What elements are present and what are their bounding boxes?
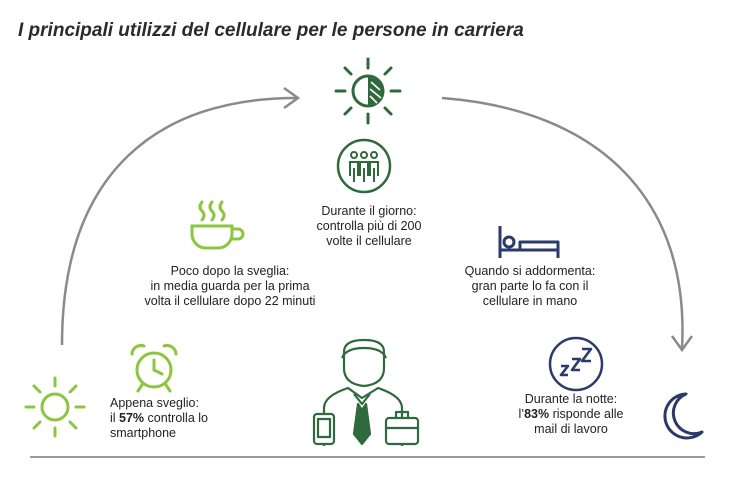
morning-caption-line1: Poco dopo la sveglia: — [170, 264, 290, 278]
bed-icon — [498, 226, 560, 258]
morning-caption-line3: volta il cellulare dopo 22 minuti — [144, 294, 316, 308]
night-caption-line1: Durante la notte: — [524, 392, 618, 406]
night-percent: 83% — [524, 407, 550, 421]
night-line2-prefix: l’ — [518, 407, 525, 421]
coffee-cup-icon — [190, 200, 245, 250]
day-caption-line2: controlla più di 200 — [316, 219, 422, 233]
page-title: I principali utilizzi del cellulare per … — [18, 20, 524, 41]
wake-line2-prefix: il — [110, 411, 120, 425]
night-caption-line2: l’83% risponde alle — [506, 407, 636, 422]
wake-percent: 57% — [119, 411, 145, 425]
businessman-shoulders — [322, 386, 404, 446]
businessman-tie — [352, 402, 372, 446]
alarm-clock-icon — [130, 344, 178, 393]
sleep-caption-line1: Quando si addormenta: — [464, 264, 596, 278]
arc-right-arrowhead — [670, 335, 694, 353]
arc-left — [60, 96, 297, 346]
wake-caption-line1: Appena sveglio: — [110, 396, 199, 410]
baseline-divider — [30, 456, 705, 458]
businessman-icon — [312, 338, 420, 446]
businessman-head — [342, 338, 386, 388]
people-group-icon — [336, 138, 392, 194]
wake-caption-line2: il 57% controlla lo — [110, 411, 250, 426]
night-line2-suffix: risponde alle — [549, 407, 624, 421]
rising-sun-icon — [24, 376, 86, 438]
morning-caption: Poco dopo la sveglia: in media guarda pe… — [120, 264, 340, 309]
day-caption-line3: volte il cellulare — [326, 234, 412, 248]
sleep-caption: Quando si addormenta: gran parte lo fa c… — [450, 264, 610, 309]
sleep-caption-line2: gran parte lo fa con il — [471, 279, 589, 293]
arc-left-arrowhead — [283, 86, 301, 110]
briefcase-right — [384, 416, 420, 446]
moon-icon — [663, 392, 704, 440]
sleep-caption-line3: cellulare in mano — [482, 294, 578, 308]
arc-right — [441, 96, 684, 349]
midday-sun-icon — [334, 57, 402, 125]
wake-line2-suffix: controlla lo — [144, 411, 208, 425]
day-caption: Durante il giorno: controlla più di 200 … — [294, 204, 444, 249]
wake-caption: Appena sveglio: il 57% controlla lo smar… — [110, 396, 250, 441]
wake-caption-line3: smartphone — [110, 426, 177, 440]
morning-caption-line2: in media guarda per la prima — [150, 279, 310, 293]
night-caption-line3: mail di lavoro — [534, 422, 608, 436]
night-caption: Durante la notte: l’83% risponde alle ma… — [506, 392, 636, 437]
sleep-zzz-icon — [548, 336, 604, 392]
day-caption-line1: Durante il giorno: — [321, 204, 417, 218]
